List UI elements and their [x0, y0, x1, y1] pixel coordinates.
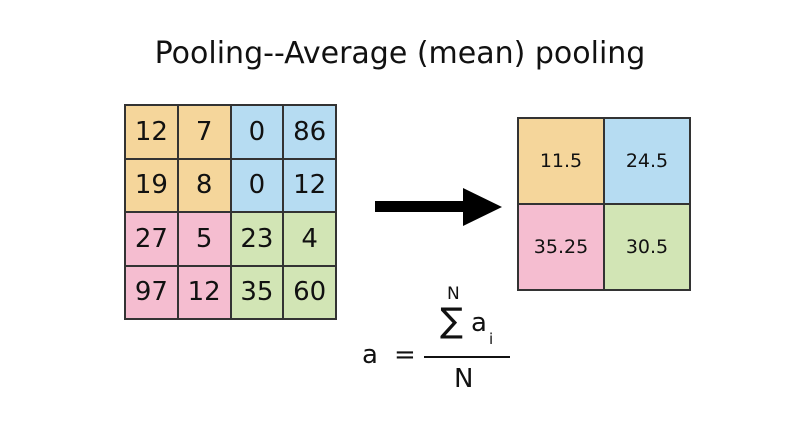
formula-sum-upper-limit: N [447, 284, 460, 304]
formula-denominator: N [454, 364, 474, 394]
input-cell: 12 [125, 105, 178, 159]
diagram-title: Pooling--Average (mean) pooling [154, 36, 646, 71]
average-formula: a = N ∑ a i N [340, 280, 540, 400]
input-cell: 12 [177, 265, 231, 319]
input-cell: 7 [177, 105, 231, 159]
input-cell: 97 [125, 265, 178, 319]
input-cell: 35 [230, 265, 284, 319]
input-cell: 5 [177, 212, 231, 266]
arrow-right-icon [375, 188, 502, 226]
formula-sum-symbol: ∑ [440, 301, 463, 341]
input-cell: 60 [283, 265, 336, 319]
input-cell: 0 [230, 158, 284, 212]
input-cell: 4 [283, 212, 336, 266]
input-cell: 0 [230, 105, 284, 159]
output-cell: 30.5 [604, 204, 690, 290]
output-cell: 11.5 [518, 118, 604, 204]
output-cell: 24.5 [604, 118, 690, 204]
input-cell: 19 [125, 158, 178, 212]
formula-equals: = [394, 340, 416, 370]
output-cell: 35.25 [518, 204, 604, 290]
input-cell: 8 [177, 158, 231, 212]
formula-term: a [471, 308, 487, 338]
input-cell: 27 [125, 212, 178, 266]
fraction-bar [424, 356, 510, 358]
input-cell: 86 [283, 105, 336, 159]
formula-subscript: i [489, 330, 494, 348]
input-cell: 23 [230, 212, 284, 266]
input-cell: 12 [283, 158, 336, 212]
formula-lhs: a [362, 340, 378, 370]
